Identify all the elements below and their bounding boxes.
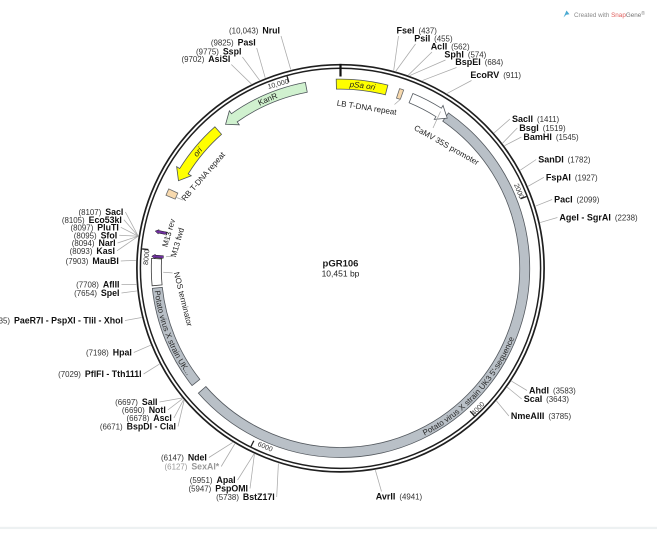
svg-text:(8093) KasI: (8093) KasI — [70, 246, 115, 256]
svg-text:(5738) BstZ17I: (5738) BstZ17I — [216, 492, 275, 502]
svg-text:(7435) PaeR7I - PspXI - TliI -: (7435) PaeR7I - PspXI - TliI - XhoI — [0, 316, 123, 326]
svg-text:BspEI (684): BspEI (684) — [455, 57, 503, 67]
svg-text:(7029) PflFI - Tth111I: (7029) PflFI - Tth111I — [58, 369, 141, 379]
svg-text:(9702) AsiSI: (9702) AsiSI — [182, 54, 231, 64]
svg-text:(10,043) NruI: (10,043) NruI — [229, 26, 280, 36]
svg-text:(7198) HpaI: (7198) HpaI — [86, 348, 132, 358]
svg-text:(5947) PspOMI: (5947) PspOMI — [188, 484, 248, 494]
svg-text:8000: 8000 — [143, 249, 151, 265]
svg-text:BamHI (1545): BamHI (1545) — [523, 132, 579, 142]
svg-text:EcoRV (911): EcoRV (911) — [470, 70, 521, 80]
svg-text:(7654) SpeI: (7654) SpeI — [74, 288, 119, 298]
svg-text:(6697) SalI: (6697) SalI — [115, 397, 157, 407]
svg-text:ScaI (3643): ScaI (3643) — [524, 394, 570, 404]
svg-text:Created with SnapGene®: Created with SnapGene® — [574, 10, 645, 19]
svg-text:AgeI - SgrAI (2238): AgeI - SgrAI (2238) — [559, 213, 638, 223]
svg-text:(7903) MauBI: (7903) MauBI — [66, 256, 119, 266]
svg-text:SanDI (1782): SanDI (1782) — [538, 155, 591, 165]
svg-text:(7708) AflII: (7708) AflII — [76, 280, 119, 290]
svg-text:FspAI (1927): FspAI (1927) — [546, 172, 598, 182]
svg-text:PacI (2099): PacI (2099) — [554, 195, 600, 205]
svg-text:NmeAIII (3785): NmeAIII (3785) — [511, 411, 572, 421]
svg-text:AvrII (4941): AvrII (4941) — [376, 492, 423, 502]
svg-text:(6147) NdeI: (6147) NdeI — [161, 453, 207, 463]
svg-text:(6671) BspDI - ClaI: (6671) BspDI - ClaI — [100, 422, 176, 432]
svg-text:(5951) ApaI: (5951) ApaI — [190, 475, 236, 485]
svg-text:10,451 bp: 10,451 bp — [322, 269, 360, 279]
svg-text:(6127) SexAI*: (6127) SexAI* — [165, 462, 220, 472]
